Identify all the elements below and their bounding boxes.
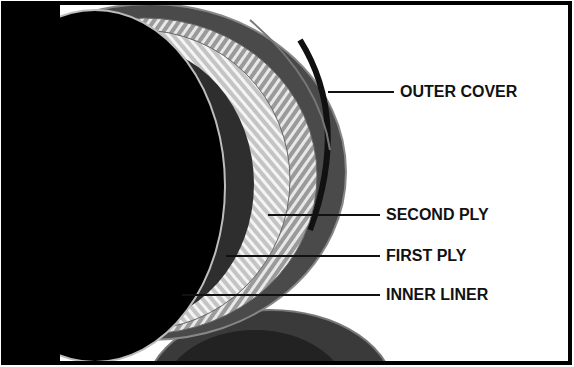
part-label: OUTER COVER xyxy=(400,83,517,101)
leader-line xyxy=(226,255,380,257)
leader-line xyxy=(182,294,380,296)
leader-line xyxy=(268,214,380,216)
leader-line xyxy=(328,91,394,93)
part-label: SECOND PLY xyxy=(386,206,489,224)
part-label: INNER LINER xyxy=(386,286,488,304)
part-label: FIRST PLY xyxy=(386,247,466,265)
